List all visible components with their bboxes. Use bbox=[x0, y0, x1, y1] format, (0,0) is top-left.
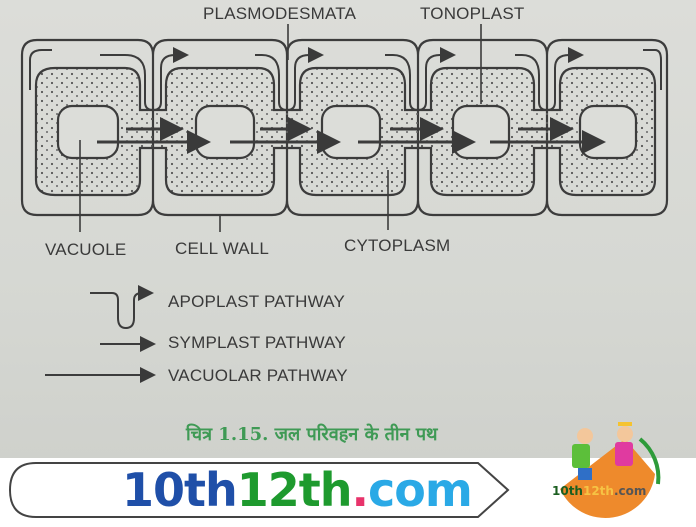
label-tonoplast: TONOPLAST bbox=[420, 4, 525, 23]
legend-vacuolar: VACUOLAR PATHWAY bbox=[168, 366, 348, 385]
label-vacuole: VACUOLE bbox=[45, 240, 127, 259]
water-transport-diagram bbox=[20, 24, 669, 383]
logo-wordmark: 10th12th.com bbox=[552, 484, 647, 498]
label-cell-wall: CELL WALL bbox=[175, 239, 270, 258]
figure-caption: चित्र 1.15. जल परिवहन के तीन पथ bbox=[186, 424, 438, 445]
legend-apoplast: APOPLAST PATHWAY bbox=[168, 292, 346, 311]
label-cytoplasm: CYTOPLASM bbox=[344, 236, 451, 255]
legend-icons bbox=[45, 285, 156, 383]
brand-wordmark[interactable]: 10th12th.com bbox=[122, 463, 473, 517]
label-plasmodesmata: PLASMODESMATA bbox=[203, 4, 357, 23]
apoplast-arrow-icon bbox=[90, 285, 154, 330]
leader-lines bbox=[79, 24, 482, 232]
vacuoles bbox=[56, 104, 638, 160]
banner-pill-shape bbox=[8, 462, 510, 518]
legend-symplast: SYMPLAST PATHWAY bbox=[168, 333, 346, 352]
brand-logo-icon bbox=[560, 422, 661, 518]
apoplast-arrows bbox=[29, 47, 662, 112]
